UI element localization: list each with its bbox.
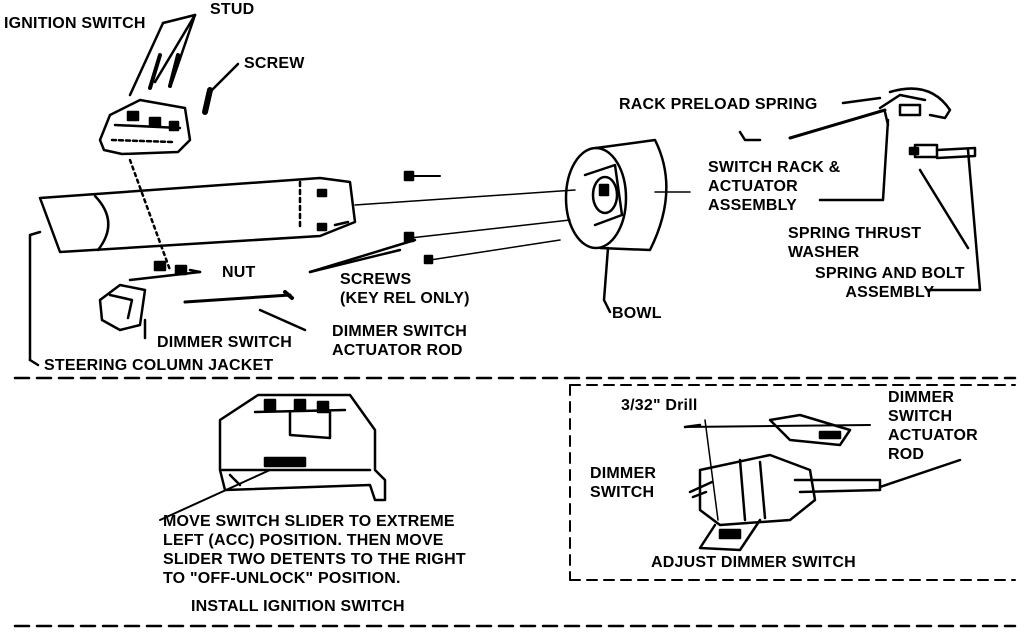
switch-rack-drawing <box>738 87 952 142</box>
stud-drawing <box>148 53 180 90</box>
dimmer-switch-drawing <box>98 260 202 332</box>
label-install-ignition-switch: INSTALL IGNITION SWITCH <box>191 598 405 615</box>
label-move-switch-slider-instruction: MOVE SWITCH SLIDER TO EXTREME LEFT (ACC)… <box>163 513 466 587</box>
ignition-switch-drawing <box>98 98 192 156</box>
label-bowl: BOWL <box>612 305 662 322</box>
label-ignition-switch: IGNITION SWITCH <box>4 15 146 32</box>
adjust-dimmer-switch-drawing <box>684 413 962 552</box>
label-spring-thrust-washer: SPRING THRUST WASHER <box>788 225 922 261</box>
spring-and-bolt-drawing <box>908 143 977 160</box>
label-adjust-dimmer-switch: ADJUST DIMMER SWITCH <box>651 554 856 571</box>
label-spring-and-bolt-assembly: SPRING AND BOLT ASSEMBLY <box>815 265 965 301</box>
bowl-drawing <box>564 138 691 252</box>
label-screws-key-rel-only: SCREWS (KEY REL ONLY) <box>340 271 470 307</box>
screw-drawing <box>202 87 213 115</box>
label-screw: SCREW <box>244 55 305 72</box>
label-nut: NUT <box>222 264 256 281</box>
dimmer-actuator-rod-drawing <box>183 290 294 304</box>
label-steering-column-jacket: STEERING COLUMN JACKET <box>44 357 274 374</box>
install-ignition-switch-drawing <box>159 393 387 521</box>
label-drill-3-32: 3/32" Drill <box>621 397 698 414</box>
label-stud: STUD <box>210 1 255 18</box>
steering-column-jacket-drawing <box>38 158 576 272</box>
label-dimmer-switch: DIMMER SWITCH <box>157 334 293 351</box>
label-switch-rack-actuator-assembly: SWITCH RACK & ACTUATOR ASSEMBLY <box>708 159 841 214</box>
label-dimmer-switch-actuator-rod-inset: DIMMER SWITCH ACTUATOR ROD <box>888 389 978 463</box>
label-dimmer-switch-actuator-rod: DIMMER SWITCH ACTUATOR ROD <box>332 323 468 359</box>
label-rack-preload-spring: RACK PRELOAD SPRING <box>619 96 818 113</box>
label-dimmer-switch-inset: DIMMER SWITCH <box>590 465 657 501</box>
